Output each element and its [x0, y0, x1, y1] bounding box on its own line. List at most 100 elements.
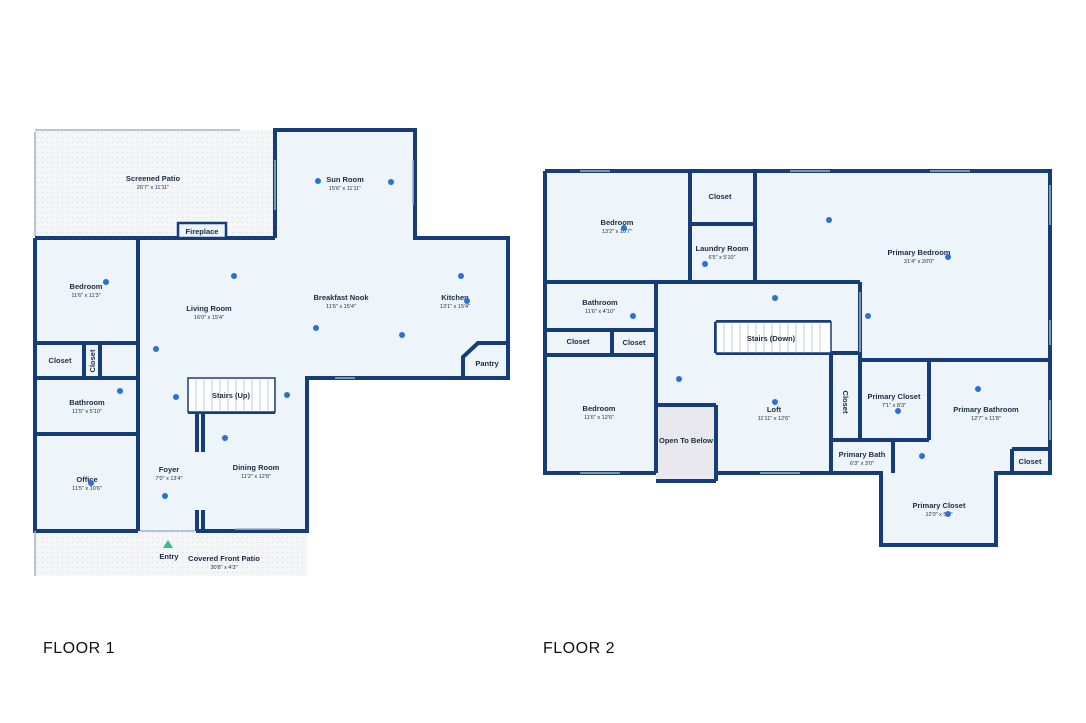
camera-marker-icon[interactable] [676, 376, 682, 382]
room-primary-bathroom-dims: 12'7" x 11'8" [971, 416, 1001, 422]
room-primary-bath-dims: 6'3" x 3'0" [850, 461, 874, 467]
room-office-dims: 11'5" x 10'6" [72, 486, 102, 492]
camera-marker-icon[interactable] [153, 346, 159, 352]
camera-marker-icon[interactable] [231, 273, 237, 279]
floor-2-plan: Bedroom 13'2" x 10'7" Closet Laundry Roo… [543, 169, 1052, 547]
camera-marker-icon[interactable] [772, 295, 778, 301]
floor-1-markers [88, 178, 470, 499]
room-bathroom-1-name: Bathroom [69, 398, 105, 407]
camera-marker-icon[interactable] [621, 225, 627, 231]
room-kitchen-dims: 13'1" x 15'4" [440, 304, 470, 310]
room-primary-closet-1-name: Primary Closet [868, 392, 921, 401]
camera-marker-icon[interactable] [826, 217, 832, 223]
room-loft-name: Loft [767, 405, 782, 414]
fireplace-box [176, 221, 228, 240]
room-bathroom-1-dims: 11'5" x 5'10" [72, 409, 102, 415]
camera-marker-icon[interactable] [388, 179, 394, 185]
room-closet-f2d-name: Closet [841, 391, 850, 414]
room-primary-closet-2-dims: 12'0" x 5'9" [925, 512, 952, 518]
room-breakfast-nook-name: Breakfast Nook [313, 293, 369, 302]
floor-1-window-marks [34, 129, 414, 576]
floor-1-interior [35, 130, 508, 531]
room-bathroom-2-dims: 11'6" x 4'10" [585, 309, 615, 315]
floor-2-markers [621, 217, 981, 517]
stairs-up-box [187, 377, 276, 413]
room-dining-room-name: Dining Room [233, 463, 280, 472]
camera-marker-icon[interactable] [464, 298, 470, 304]
camera-marker-icon[interactable] [458, 273, 464, 279]
camera-marker-icon[interactable] [315, 178, 321, 184]
room-pantry-name: Pantry [475, 359, 499, 368]
room-sun-room-name: Sun Room [326, 175, 364, 184]
room-bedroom-2-name: Bedroom [601, 218, 634, 227]
room-kitchen-name: Kitchen [441, 293, 469, 302]
room-office-name: Office [76, 475, 97, 484]
room-closet-2-name: Closet [88, 349, 97, 372]
room-bedroom-2-dims: 13'2" x 10'7" [602, 229, 632, 235]
room-primary-bath-name: Primary Bath [839, 450, 886, 459]
room-closet-f2a-name: Closet [709, 192, 732, 201]
room-primary-closet-2-name: Primary Closet [913, 501, 966, 510]
room-screened-patio-dims: 26'7" x 11'11" [137, 185, 169, 191]
room-entry-name: Entry [159, 552, 179, 561]
room-open-to-below-name: Open To Below [659, 436, 713, 445]
camera-marker-icon[interactable] [284, 392, 290, 398]
room-screened-patio-name: Screened Patio [126, 174, 181, 183]
room-sun-room-dims: 15'6" x 11'11" [329, 186, 361, 192]
room-closet-f2b-name: Closet [567, 337, 590, 346]
room-fireplace-name: Fireplace [186, 227, 219, 236]
room-foyer-dims: 7'0" x 13'4" [155, 476, 182, 482]
room-bedroom-1-name: Bedroom [70, 282, 103, 291]
camera-marker-icon[interactable] [895, 408, 901, 414]
screened-patio-area [35, 130, 275, 238]
stairs-up-treads [195, 378, 269, 412]
camera-marker-icon[interactable] [945, 511, 951, 517]
room-stairs-down-name: Stairs (Down) [747, 334, 796, 343]
camera-marker-icon[interactable] [222, 435, 228, 441]
camera-marker-icon[interactable] [313, 325, 319, 331]
camera-marker-icon[interactable] [702, 261, 708, 267]
floor-1-plan: Screened Patio 26'7" x 11'11" Sun Room 1… [33, 128, 510, 576]
room-bedroom-1-dims: 11'6" x 11'3" [71, 293, 100, 299]
room-bedroom-3-dims: 11'6" x 12'6" [584, 415, 614, 421]
room-living-room-name: Living Room [186, 304, 232, 313]
camera-marker-icon[interactable] [173, 394, 179, 400]
room-closet-f2c-name: Closet [623, 338, 646, 347]
stairs-down-treads [723, 322, 821, 353]
camera-marker-icon[interactable] [88, 480, 94, 486]
floor-2-primary-closet-interior [881, 473, 996, 545]
covered-front-patio-area [35, 531, 307, 576]
room-bathroom-2-name: Bathroom [582, 298, 618, 307]
room-closet-1-name: Closet [49, 356, 72, 365]
room-primary-closet-1-dims: 7'1" x 8'3" [882, 403, 906, 409]
camera-marker-icon[interactable] [630, 313, 636, 319]
camera-marker-icon[interactable] [772, 399, 778, 405]
open-to-below-area [656, 405, 716, 481]
room-bedroom-3-name: Bedroom [583, 404, 616, 413]
room-covered-patio-dims: 30'8" x 4'3" [210, 565, 237, 571]
room-primary-bathroom-name: Primary Bathroom [953, 405, 1019, 414]
room-stairs-up-name: Stairs (Up) [212, 391, 250, 400]
room-laundry-name: Laundry Room [696, 244, 749, 253]
entry-marker-icon [163, 540, 173, 548]
camera-marker-icon[interactable] [945, 254, 951, 260]
floor-2-window-marks [580, 170, 1051, 474]
camera-marker-icon[interactable] [399, 332, 405, 338]
room-foyer-name: Foyer [159, 465, 180, 474]
camera-marker-icon[interactable] [865, 313, 871, 319]
camera-marker-icon[interactable] [162, 493, 168, 499]
camera-marker-icon[interactable] [975, 386, 981, 392]
camera-marker-icon[interactable] [103, 279, 109, 285]
camera-marker-icon[interactable] [919, 453, 925, 459]
room-breakfast-nook-dims: 11'6" x 15'4" [326, 304, 356, 310]
room-loft-dims: 11'11" x 12'6" [758, 416, 790, 422]
room-closet-f2e-name: Closet [1019, 457, 1042, 466]
room-covered-patio-name: Covered Front Patio [188, 554, 260, 563]
room-primary-bedroom-name: Primary Bedroom [888, 248, 951, 257]
camera-marker-icon[interactable] [117, 388, 123, 394]
room-primary-bedroom-dims: 31'4" x 20'0" [904, 259, 934, 265]
room-laundry-dims: 6'5" x 5'10" [708, 255, 735, 261]
floor-2-label: FLOOR 2 [543, 640, 615, 657]
room-dining-room-dims: 11'2" x 12'8" [241, 474, 271, 480]
